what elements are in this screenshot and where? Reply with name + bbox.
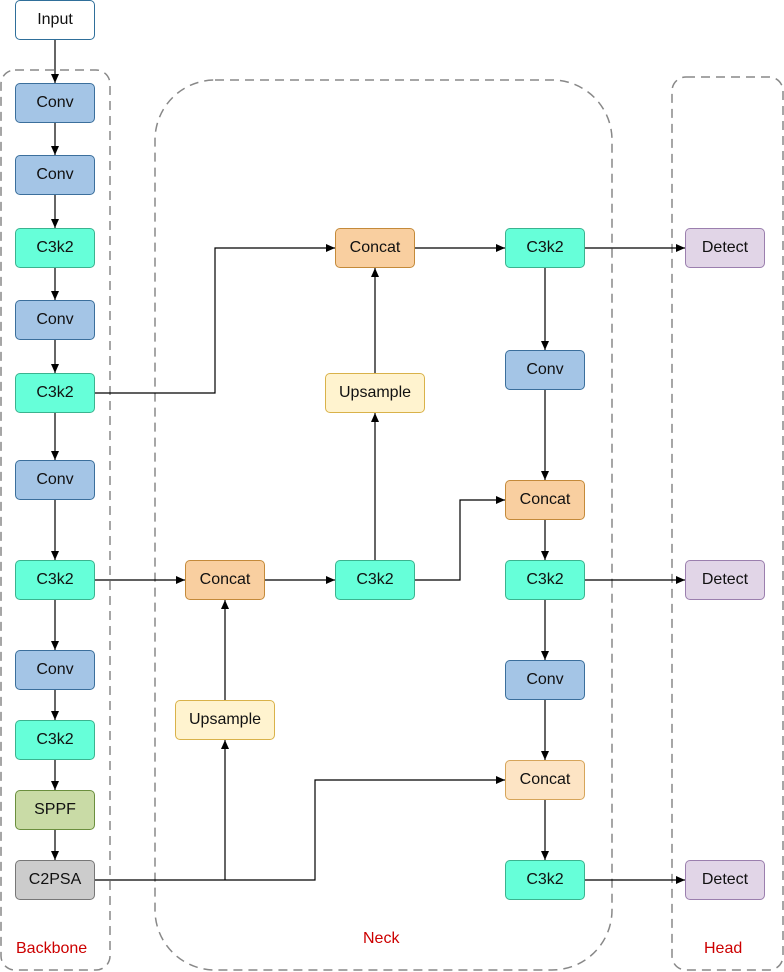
concat-node: Concat <box>505 480 585 520</box>
c3k2-node: C3k2 <box>505 560 585 600</box>
head-label: Head <box>704 940 743 957</box>
conv-node: Conv <box>15 460 95 500</box>
conv-node: Conv <box>505 350 585 390</box>
c2psa-node: C2PSA <box>15 860 95 900</box>
c3k2-node: C3k2 <box>15 560 95 600</box>
c3k2-node: C3k2 <box>505 228 585 268</box>
backbone-label: Backbone <box>16 940 88 957</box>
neck-label: Neck <box>363 930 400 947</box>
conv-node: Conv <box>505 660 585 700</box>
c3k2-node: C3k2 <box>15 228 95 268</box>
c3k2-node: C3k2 <box>505 860 585 900</box>
conv-node: Conv <box>15 83 95 123</box>
concat-node: Concat <box>505 760 585 800</box>
detect-node: Detect <box>685 860 765 900</box>
detect-node: Detect <box>685 560 765 600</box>
concat-node: Concat <box>335 228 415 268</box>
edge <box>95 244 335 394</box>
c3k2-node: C3k2 <box>335 560 415 600</box>
upsample-node: Upsample <box>175 700 275 740</box>
neck-group <box>154 79 613 971</box>
c3k2-node: C3k2 <box>15 373 95 413</box>
conv-node: Conv <box>15 300 95 340</box>
sppf-node: SPPF <box>15 790 95 830</box>
head-group <box>671 76 784 971</box>
c3k2-node: C3k2 <box>15 720 95 760</box>
edge <box>95 776 505 881</box>
concat-node: Concat <box>185 560 265 600</box>
edge <box>415 496 505 581</box>
input-node: Input <box>15 0 95 40</box>
detect-node: Detect <box>685 228 765 268</box>
backbone-group <box>0 69 111 971</box>
conv-node: Conv <box>15 650 95 690</box>
upsample-node: Upsample <box>325 373 425 413</box>
conv-node: Conv <box>15 155 95 195</box>
